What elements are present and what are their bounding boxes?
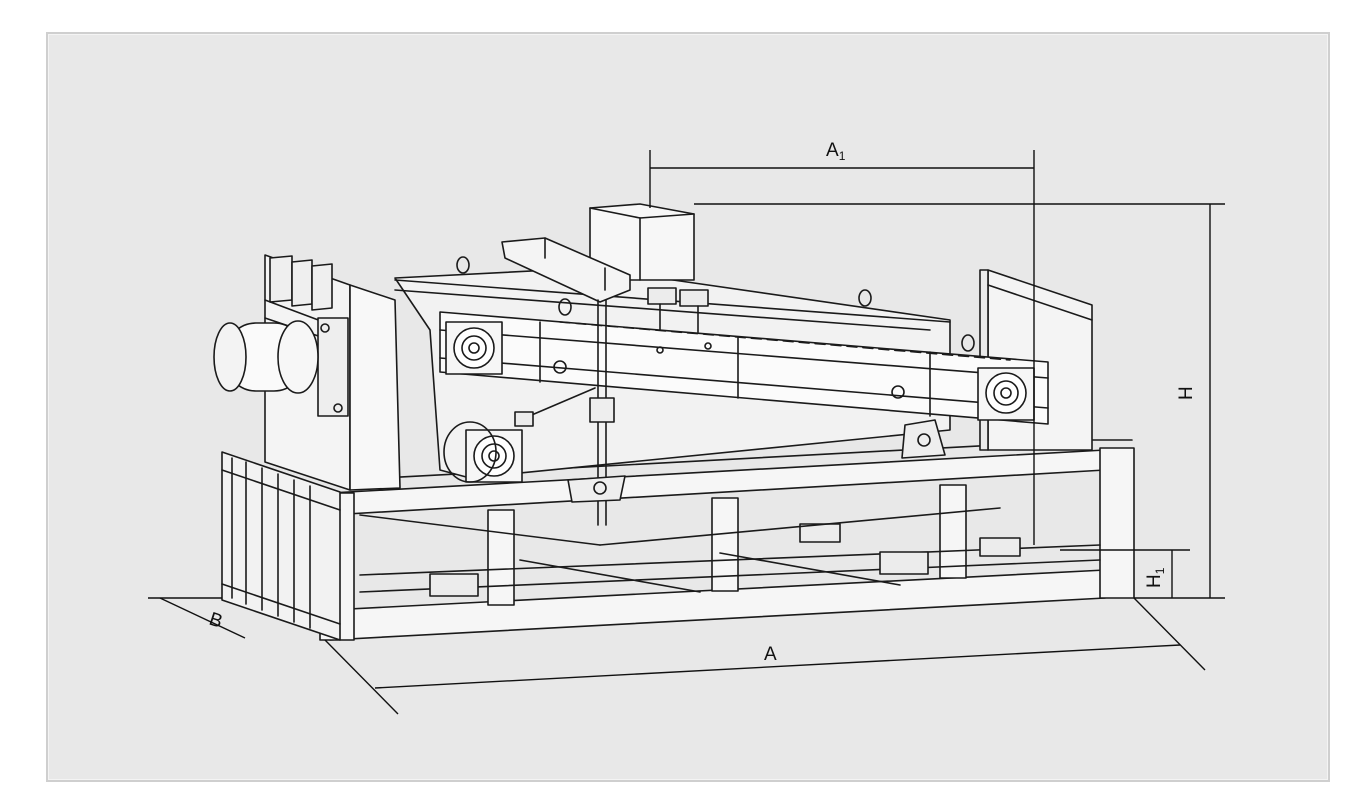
motor — [213, 320, 319, 394]
label-h1: H1 — [1144, 567, 1167, 588]
label-a1: A1 — [826, 140, 846, 163]
label-b: B — [206, 609, 225, 633]
dimension-lines — [148, 150, 1225, 715]
base-frame — [221, 439, 1135, 641]
inlet-chute — [501, 237, 631, 303]
dimension-labels: A1 H H1 A B — [206, 140, 1197, 665]
adjust-rod — [514, 299, 626, 526]
pulley-right — [977, 367, 1035, 421]
label-h: H — [1176, 386, 1197, 400]
conveyor-beam — [439, 311, 1049, 425]
label-a: A — [764, 644, 777, 665]
pulley-lower-left — [443, 421, 523, 483]
pulley-upper-left — [445, 321, 503, 375]
tensioner-brackets — [647, 287, 946, 459]
lifting-eyes — [456, 256, 975, 352]
